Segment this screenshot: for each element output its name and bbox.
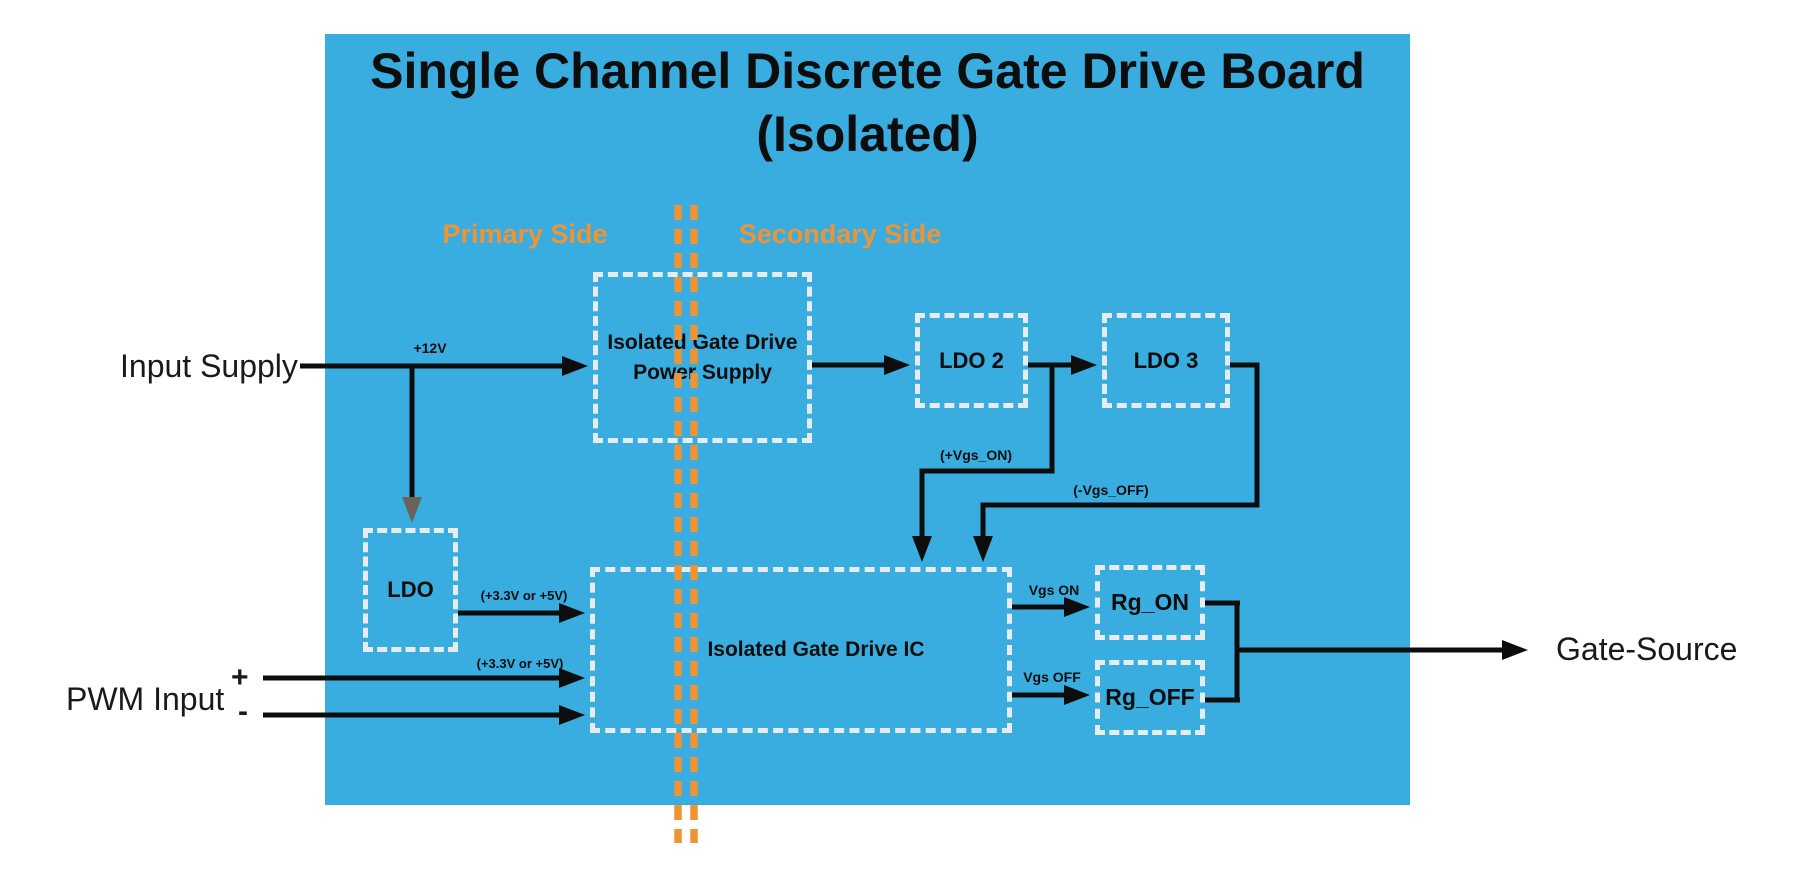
gate-drive-ic-block: Isolated Gate Drive IC	[590, 567, 1012, 733]
rg-on-block: Rg_ON	[1095, 565, 1205, 640]
ldo3-block: LDO 3	[1102, 313, 1230, 408]
primary-side-label: Primary Side	[442, 219, 608, 249]
vgs-on-rail-label: (+Vgs_ON)	[940, 447, 1012, 463]
diagram-title: Single Channel Discrete Gate Drive Board…	[325, 40, 1410, 166]
pwm-input-label: PWM Input	[66, 681, 225, 717]
vgs-off-rail-label: (-Vgs_OFF)	[1073, 482, 1149, 498]
diagram-title-line1: Single Channel Discrete Gate Drive Board	[370, 43, 1365, 99]
vgs-on-label: Vgs ON	[1028, 582, 1080, 598]
gate-source-label: Gate-Source	[1556, 631, 1738, 667]
power-supply-block: Isolated Gate Drive Power Supply	[593, 272, 812, 443]
pwm-minus-sign: -	[238, 695, 248, 728]
ldo-block: LDO	[363, 528, 458, 652]
vgs-off-label: Vgs OFF	[1023, 669, 1081, 685]
pwm-plus-sign: +	[231, 661, 249, 694]
pwm-rail-label: (+3.3V or +5V)	[476, 656, 564, 671]
v12-label: +12V	[413, 340, 447, 356]
ldo-output-label: (+3.3V or +5V)	[480, 588, 568, 603]
ldo2-block: LDO 2	[915, 313, 1028, 408]
secondary-side-label: Secondary Side	[738, 219, 942, 249]
diagram-title-line2: (Isolated)	[756, 106, 979, 162]
input-supply-label: Input Supply	[120, 348, 298, 384]
rg-off-block: Rg_OFF	[1095, 660, 1205, 735]
